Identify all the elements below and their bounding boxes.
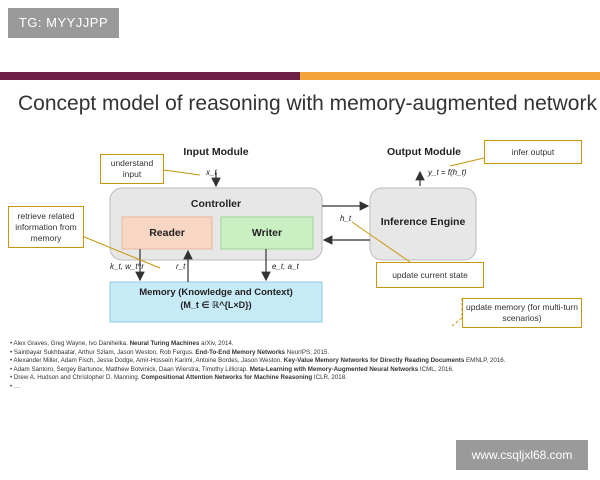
reference-item: • … — [10, 382, 21, 390]
memory-box — [109, 281, 323, 323]
writer-label: Writer — [251, 227, 283, 239]
k-t-label: k_t, w_t^r — [110, 262, 144, 271]
reference-item: • Adam Santoro, Sergey Bartunov, Matthew… — [10, 365, 454, 373]
reader-label: Reader — [149, 227, 185, 239]
x-t-label: x_t — [206, 168, 217, 177]
writer-box — [220, 216, 314, 250]
note-infer-output: infer output — [484, 140, 582, 164]
inference-engine-label: Inference Engine — [380, 216, 466, 228]
pointer-update-memory-dashed — [451, 298, 463, 327]
note-retrieve: retrieve related information from memory — [8, 206, 84, 248]
pointer-retrieve — [81, 235, 161, 269]
reader-box — [121, 216, 213, 250]
reference-item: • Alex Graves, Greg Wayne, Ivo Danihelka… — [10, 340, 234, 347]
memory-formula: (M_t ∈ ℝ^{L×D}) — [180, 300, 252, 310]
header-bar-right — [300, 72, 600, 80]
watermark-site: www.csqljxl68.com — [456, 440, 588, 470]
slide-title: Concept model of reasoning with memory-a… — [18, 92, 597, 115]
input-module-label: Input Module — [183, 146, 249, 158]
reference-item: • Alexander Miller, Adam Fisch, Jesse Do… — [10, 357, 506, 365]
pointer-understand — [163, 169, 201, 176]
reference-item: • Drew A. Hudson and Christopher D. Mann… — [10, 374, 347, 382]
inference-engine-box — [369, 187, 477, 261]
pointer-update-state — [351, 221, 411, 263]
watermark-tag: TG: MYYJJPP — [8, 8, 119, 38]
r-t-label: r_t — [176, 262, 186, 271]
controller-label: Controller — [190, 198, 242, 210]
h-t-label: h_t — [340, 214, 352, 223]
note-update-state: update current state — [376, 262, 484, 288]
e-t-label: e_t, a_t — [272, 262, 299, 271]
references-list: • Alex Graves, Greg Wayne, Ivo Danihelka… — [10, 340, 600, 392]
y-equation: y_t = f(h_t) — [428, 168, 467, 177]
note-update-memory: update memory (for multi-turn scenarios) — [462, 298, 582, 328]
output-module-label: Output Module — [386, 146, 462, 158]
pointer-infer — [449, 157, 485, 167]
note-understand-input: understand input — [100, 154, 164, 184]
memory-label: Memory (Knowledge and Context) — [139, 287, 293, 298]
reference-item: • Sainbayar Sukhbaatar, Arthur Szlam, Ja… — [10, 348, 330, 356]
header-bar-left — [0, 72, 300, 80]
